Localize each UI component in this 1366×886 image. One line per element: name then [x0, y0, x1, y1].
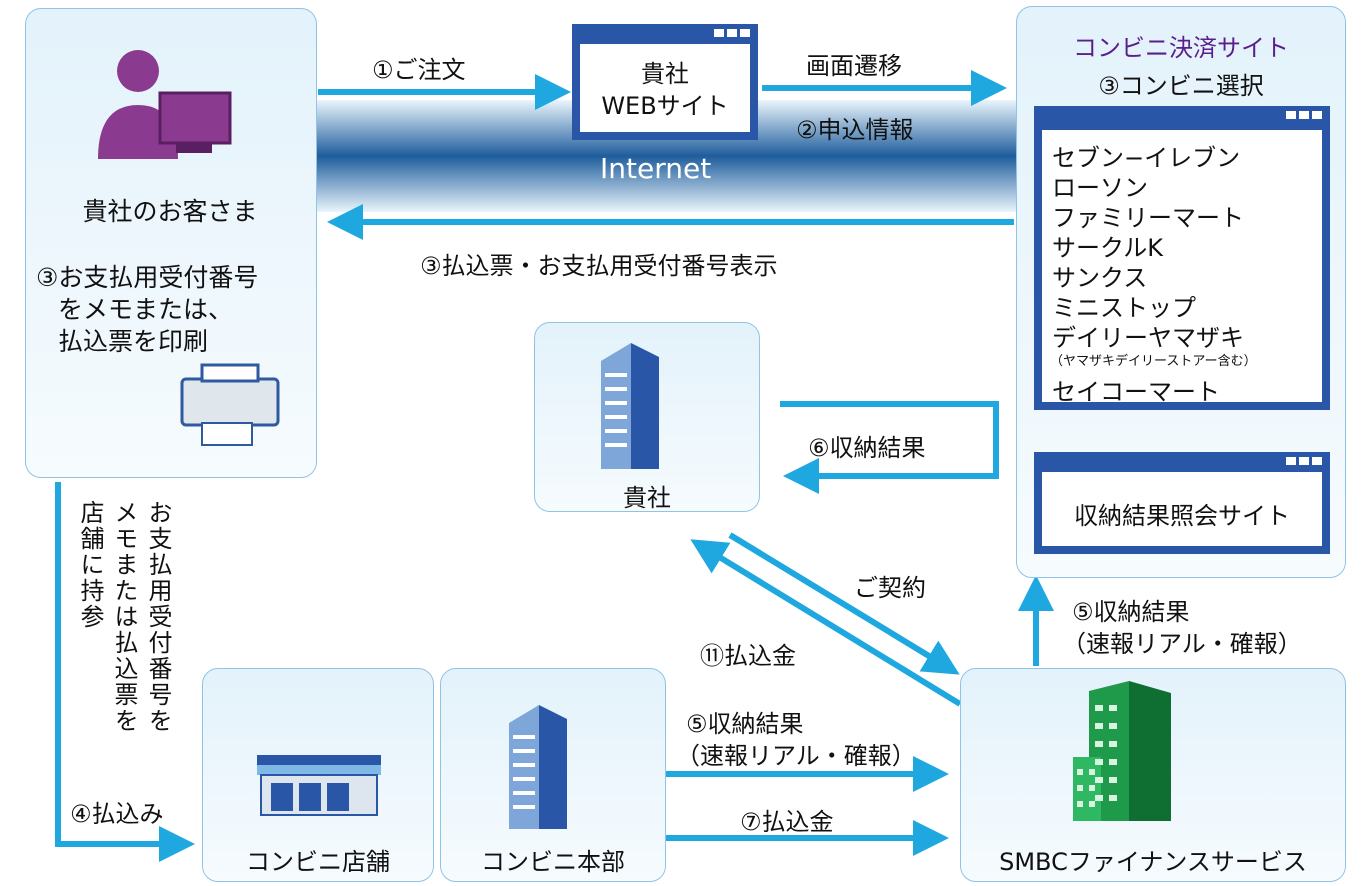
cvs-site-title: コンビニ決済サイト [1073, 34, 1289, 62]
store-sunkus: サンクス [1052, 264, 1148, 292]
smbc-building-icon [1073, 681, 1171, 821]
cvs-store-box [202, 668, 434, 882]
result-site-window [1034, 452, 1330, 554]
customer-box [25, 8, 317, 478]
cvs-select-window [1034, 106, 1330, 410]
flow-application-info: ②申込情報 [796, 116, 914, 144]
arrow-pay-4 [55, 482, 195, 862]
flow-payment-7: ⑦払込金 [740, 808, 834, 836]
cvs-site-subtitle: ③コンビニ選択 [1098, 72, 1264, 100]
window-controls [1286, 457, 1322, 465]
arrow-contract-to-smbc [728, 532, 960, 675]
flow-result-5-line2: （速報リアル・確報） [676, 742, 916, 770]
company-building-icon [601, 343, 659, 469]
store-seicomart: セイコーマート [1052, 378, 1220, 406]
customer-label: 貴社のお客さま [82, 197, 258, 226]
store-icon [257, 755, 381, 816]
hq-building-icon [509, 705, 567, 829]
flow-result-5-line1: ⑤収納結果 [686, 710, 804, 738]
flow-result-5b-line2: （速報リアル・確報） [1062, 630, 1302, 658]
bring-to-store-col1: お支払用受付番号を [144, 500, 172, 734]
printer-icon [180, 363, 280, 446]
flow-show-slip: ③払込票・お支払用受付番号表示 [420, 252, 778, 280]
website-line1: 貴社 [641, 60, 689, 88]
website-window [572, 24, 758, 140]
store-ministop: ミニストップ [1052, 294, 1196, 322]
flow-pay-4: ④払込み [70, 800, 164, 828]
flow-payment-11: ⑪払込金 [700, 642, 796, 670]
result-site-label: 収納結果照会サイト [1074, 502, 1290, 530]
flow-screen-transition: 画面遷移 [806, 52, 902, 80]
internet-label: Internet [600, 152, 712, 185]
company-label: 貴社 [623, 484, 671, 512]
store-seven: セブン−イレブン [1052, 144, 1241, 172]
store-circlek: サークルK [1052, 234, 1164, 262]
customer-step3-line1: ③お支払用受付番号 [36, 263, 259, 292]
store-note: （ヤマザキデイリーストアー含む） [1050, 354, 1257, 369]
cvs-hq-box [440, 668, 666, 882]
customer-step3-line2: をメモまたは、 [58, 295, 234, 324]
arrow-payment-11 [690, 539, 962, 707]
cvs-store-label: コンビニ店舗 [246, 848, 390, 876]
arrow-result-6 [780, 401, 999, 494]
bring-to-store-col2: メモまたは払込票を [110, 500, 138, 734]
store-familymart: ファミリーマート [1052, 204, 1244, 232]
flow-result-6: ⑥収納結果 [808, 434, 926, 462]
customer-person-icon [98, 50, 232, 159]
flow-result-5b-line1: ⑤収納結果 [1072, 598, 1190, 626]
smbc-box [960, 668, 1346, 882]
customer-step3-line3: 払込票を印刷 [58, 327, 209, 356]
website-line2: WEBサイト [601, 92, 729, 120]
flow-order: ①ご注文 [372, 56, 466, 84]
smbc-label: SMBCファイナンスサービス [999, 848, 1307, 876]
window-controls [714, 29, 750, 37]
window-controls [1286, 111, 1322, 119]
bring-to-store-col3: 店舗に持参 [76, 500, 104, 630]
company-box [534, 322, 760, 512]
cvs-hq-label: コンビニ本部 [481, 848, 625, 876]
store-lawson: ローソン [1052, 174, 1148, 202]
store-daily-yamazaki: デイリーヤマザキ [1052, 324, 1244, 352]
flow-contract: ご契約 [854, 574, 926, 602]
